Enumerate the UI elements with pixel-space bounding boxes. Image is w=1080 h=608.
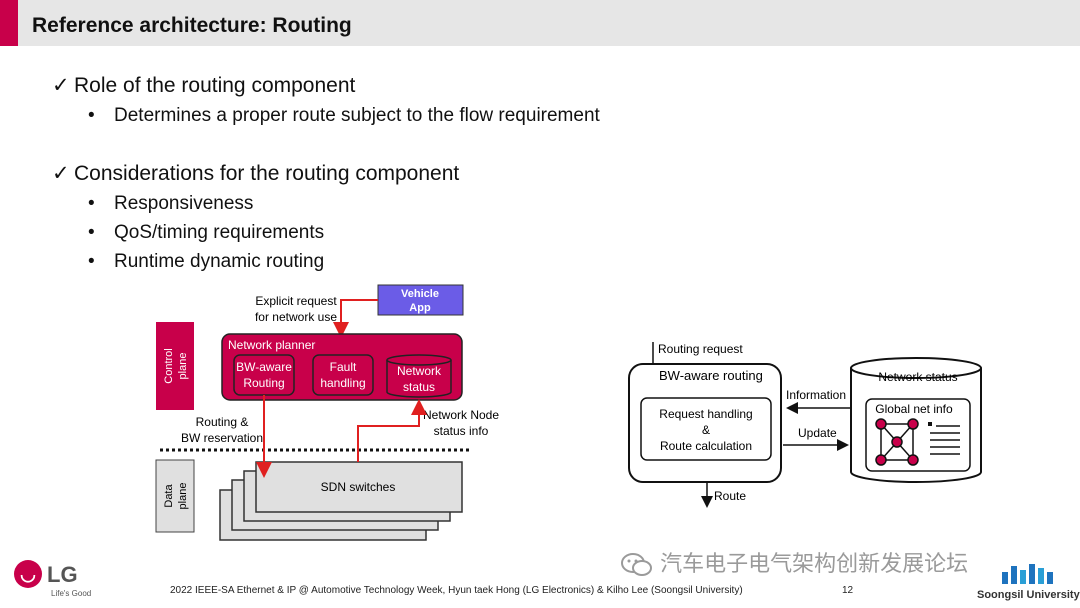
title-accent-stripe [0, 0, 18, 46]
footer-citation: 2022 IEEE-SA Ethernet & IP @ Automotive … [170, 585, 743, 596]
global-net-info-label: Global net info [875, 402, 953, 416]
bullet-icon: • [88, 251, 95, 272]
data-plane-label: Data [163, 484, 175, 508]
network-planner-label: Network planner [228, 338, 315, 352]
request-handling-box [640, 397, 772, 461]
watermark-text: 汽车电子电气架构创新发展论坛 [660, 551, 969, 576]
routing-reservation-label: BW reservation [181, 431, 263, 445]
explicit-request-label: Explicit request [255, 294, 337, 308]
fault-handling-label: Fault [330, 360, 357, 374]
bw-aware-routing-title: BW-aware routing [659, 368, 763, 383]
watermark: 汽车电子电气架构创新发展论坛 [620, 546, 968, 578]
vehicle-app-box [377, 284, 464, 316]
bw-aware-label: BW-aware [236, 360, 292, 374]
section1-heading: Role of the routing component [74, 74, 356, 97]
request-handling-label: Request handling [659, 407, 752, 421]
section2-heading: Considerations for the routing component [74, 162, 460, 185]
vehicle-app-label: Vehicle [401, 288, 439, 300]
section1-bullet: • Determines a proper route subject to th… [88, 105, 600, 127]
checkmark-icon: ✓ [52, 162, 70, 185]
node-status-label: Network Node [423, 408, 499, 422]
request-handling-label: & [702, 423, 710, 437]
list-lines-icon [928, 422, 960, 455]
title-bar [0, 0, 1080, 46]
sdn-switches-label: SDN switches [321, 480, 396, 494]
route-label: Route [714, 489, 746, 503]
slide-title: Reference architecture: Routing [32, 14, 352, 37]
routing-reservation-label: Routing & [196, 415, 249, 429]
request-handling-label: Route calculation [660, 439, 752, 453]
checkmark-icon: ✓ [52, 74, 70, 97]
vehicle-app-label: App [409, 302, 431, 314]
page-number: 12 [842, 585, 854, 596]
network-graph-icon [875, 418, 919, 466]
lg-tagline: Life's Good [51, 589, 92, 598]
information-label: Information [786, 388, 846, 402]
bullet-icon: • [88, 193, 95, 214]
soongsil-logo-icon [1002, 564, 1053, 584]
section2-bullet: • QoS/timing requirements [88, 222, 324, 244]
bullet-icon: • [88, 222, 95, 243]
bw-aware-label: Routing [243, 376, 284, 390]
fault-handling-label: handling [320, 376, 365, 390]
lg-logo-text: LG [47, 562, 78, 587]
node-status-label: status info [434, 424, 489, 438]
update-label: Update [798, 426, 837, 440]
control-plane-box [156, 322, 194, 410]
fault-handling-box [312, 354, 374, 396]
section2-bullet: • Runtime dynamic routing [88, 251, 324, 273]
explicit-request-arrow [333, 299, 378, 338]
university-name: Soongsil University [977, 589, 1080, 601]
bullet-text: Responsiveness [114, 193, 254, 214]
network-status-label: Network [397, 364, 442, 378]
node-status-up-arrow [357, 399, 427, 462]
network-status-title: Network status [878, 370, 957, 384]
network-status-cylinder [386, 354, 452, 398]
section1-heading-row: ✓Role of the routing component [52, 73, 355, 98]
section2-heading-row: ✓Considerations for the routing componen… [52, 161, 459, 186]
routing-request-label: Routing request [658, 342, 743, 356]
sdn-switches-box [255, 461, 463, 513]
wechat-icon [621, 553, 652, 577]
data-plane-box [155, 459, 195, 533]
bullet-text: Runtime dynamic routing [114, 251, 325, 272]
lg-logo-mark: ◡ [14, 560, 42, 588]
section2-bullet: • Responsiveness [88, 193, 253, 215]
control-plane-label: Control [163, 348, 175, 383]
control-plane-label: plane [177, 353, 189, 380]
explicit-request-label: for network use [255, 310, 337, 324]
bullet-text: QoS/timing requirements [114, 222, 325, 243]
data-plane-label: plane [177, 483, 189, 510]
bullet-text: Determines a proper route subject to the… [114, 105, 600, 126]
global-net-info-box [865, 398, 971, 472]
bullet-icon: • [88, 105, 95, 126]
network-status-label: status [403, 380, 435, 394]
